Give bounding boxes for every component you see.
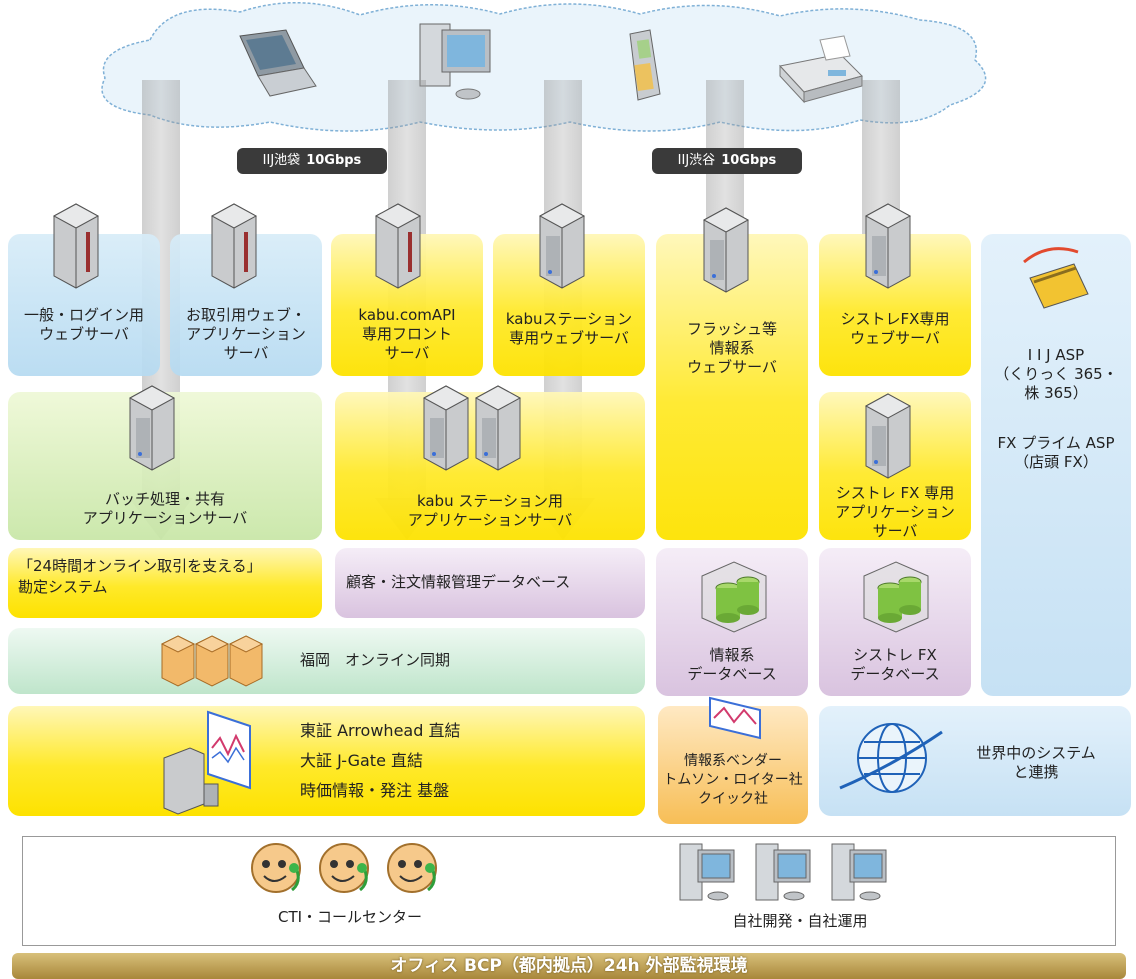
world-label: 世界中のシステム と連携 bbox=[976, 744, 1096, 781]
api-front-server-label: kabu.comAPI 専用フロント サーバ bbox=[358, 306, 456, 362]
operator-face-icon bbox=[387, 843, 437, 893]
database-icon bbox=[701, 561, 767, 633]
server-icon bbox=[538, 203, 586, 289]
iij-asp-box bbox=[981, 234, 1131, 696]
laptop-icon bbox=[239, 29, 317, 97]
globe-icon bbox=[839, 723, 943, 793]
operator-face-icon bbox=[319, 843, 369, 893]
iij-asp-label: I I J ASP （くりっく 365・ 株 365） bbox=[994, 346, 1118, 402]
fax-icon bbox=[779, 35, 863, 104]
server-icon bbox=[52, 203, 100, 289]
server-icon bbox=[474, 385, 522, 471]
trade-web-server-label: お取引用ウェブ・ アプリケーション サーバ bbox=[185, 306, 306, 362]
fx-prime-label: FX プライム ASP （店頭 FX） bbox=[997, 434, 1115, 471]
link-label-ikebukuro: IIJ池袋 10Gbps bbox=[237, 148, 387, 174]
link-label-shibuya: IIJ渋谷 10Gbps bbox=[652, 148, 802, 174]
customer-db-label: 顧客・注文情報管理データベース bbox=[346, 573, 571, 591]
fx-web-server-label: シストレFX専用 ウェブサーバ bbox=[840, 310, 950, 347]
kabu-web-server-label: kabuステーション 専用ウェブサーバ bbox=[505, 310, 633, 347]
customer-db-box bbox=[335, 548, 645, 618]
fukuoka-sync-box bbox=[8, 628, 645, 694]
database-icon bbox=[863, 561, 929, 633]
link-speed: 10Gbps bbox=[721, 153, 777, 168]
operations-box bbox=[22, 836, 1116, 946]
server-icon bbox=[210, 203, 258, 289]
cti-label: CTI・コールセンター bbox=[277, 908, 423, 926]
accounting-system-label: 「24時間オンライン取引を支える」 勘定システム bbox=[18, 557, 262, 596]
server-icon bbox=[864, 203, 912, 289]
kabu-app-server-label: kabu ステーション用 アプリケーションサーバ bbox=[407, 492, 573, 529]
desktop-pc-icon bbox=[419, 23, 491, 100]
exchange-box bbox=[8, 706, 645, 816]
vendor-label: 情報系ベンダー トムソン・ロイター社 クイック社 bbox=[663, 753, 803, 807]
server-icon bbox=[374, 203, 422, 289]
desktop-pc-icon bbox=[679, 843, 887, 901]
mobile-phone-icon bbox=[629, 29, 661, 101]
link-place: IIJ池袋 bbox=[262, 153, 301, 168]
server-icon bbox=[128, 385, 176, 471]
general-web-server-label: 一般・ログイン用 ウェブサーバ bbox=[23, 306, 144, 343]
exchange-label: 東証 Arrowhead 直結 大証 J-Gate 直結 時価情報・発注 基盤 bbox=[300, 721, 461, 800]
footer-label: オフィス BCP（都内拠点）24h 外部監視環境 bbox=[390, 956, 748, 976]
network-cloud bbox=[101, 2, 987, 132]
server-icon bbox=[864, 393, 912, 479]
info-db-label: 情報系 データベース bbox=[687, 646, 777, 683]
inhouse-label: 自社開発・自社運用 bbox=[732, 912, 868, 930]
fukuoka-sync-label: 福岡 オンライン同期 bbox=[300, 651, 451, 669]
link-place: IIJ渋谷 bbox=[677, 153, 716, 168]
chart-monitor-icon bbox=[709, 696, 761, 740]
fx-app-server-label: シストレ FX 専用 アプリケーション サーバ bbox=[835, 484, 955, 540]
box-icon bbox=[160, 635, 264, 687]
chart-monitor-icon bbox=[163, 710, 251, 815]
batch-app-server-label: バッチ処理・共有 アプリケーションサーバ bbox=[82, 490, 248, 527]
accounting-system-box bbox=[8, 548, 322, 618]
server-icon bbox=[702, 207, 750, 293]
server-icon bbox=[422, 385, 470, 471]
flash-web-server-label: フラッシュ等 情報系 ウェブサーバ bbox=[686, 320, 777, 376]
footer-bar bbox=[12, 953, 1126, 979]
link-speed: 10Gbps bbox=[306, 153, 362, 168]
asp-card-icon bbox=[1023, 247, 1089, 309]
fx-db-label: シストレ FX データベース bbox=[850, 646, 940, 683]
operator-face-icon bbox=[251, 843, 301, 893]
